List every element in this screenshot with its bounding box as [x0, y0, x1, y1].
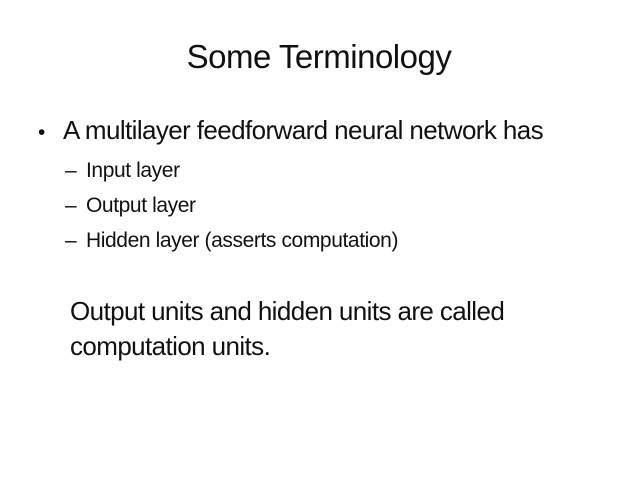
note-line: Output units and hidden units are called: [70, 296, 505, 326]
sub-bullet-list: – Input layer – Output layer – Hidden la…: [65, 153, 398, 258]
slide-title: Some Terminology: [186, 38, 452, 75]
dash-marker: –: [65, 194, 77, 217]
bullet-item: • A multilayer feedforward neural networ…: [38, 115, 544, 146]
sub-bullet-item: – Output layer: [65, 188, 398, 223]
note-line: computation units.: [70, 331, 271, 361]
bullet-marker: •: [38, 121, 46, 144]
sub-bullet-text: Hidden layer (asserts computation): [86, 229, 399, 252]
dash-marker: –: [65, 159, 77, 182]
note-paragraph: Output units and hidden units are called…: [70, 294, 505, 364]
sub-bullet-text: Output layer: [86, 194, 196, 217]
sub-bullet-item: – Input layer: [65, 153, 398, 188]
dash-marker: –: [65, 229, 77, 252]
bullet-text: A multilayer feedforward neural network …: [63, 115, 544, 145]
sub-bullet-text: Input layer: [86, 159, 180, 182]
sub-bullet-item: – Hidden layer (asserts computation): [65, 223, 398, 258]
